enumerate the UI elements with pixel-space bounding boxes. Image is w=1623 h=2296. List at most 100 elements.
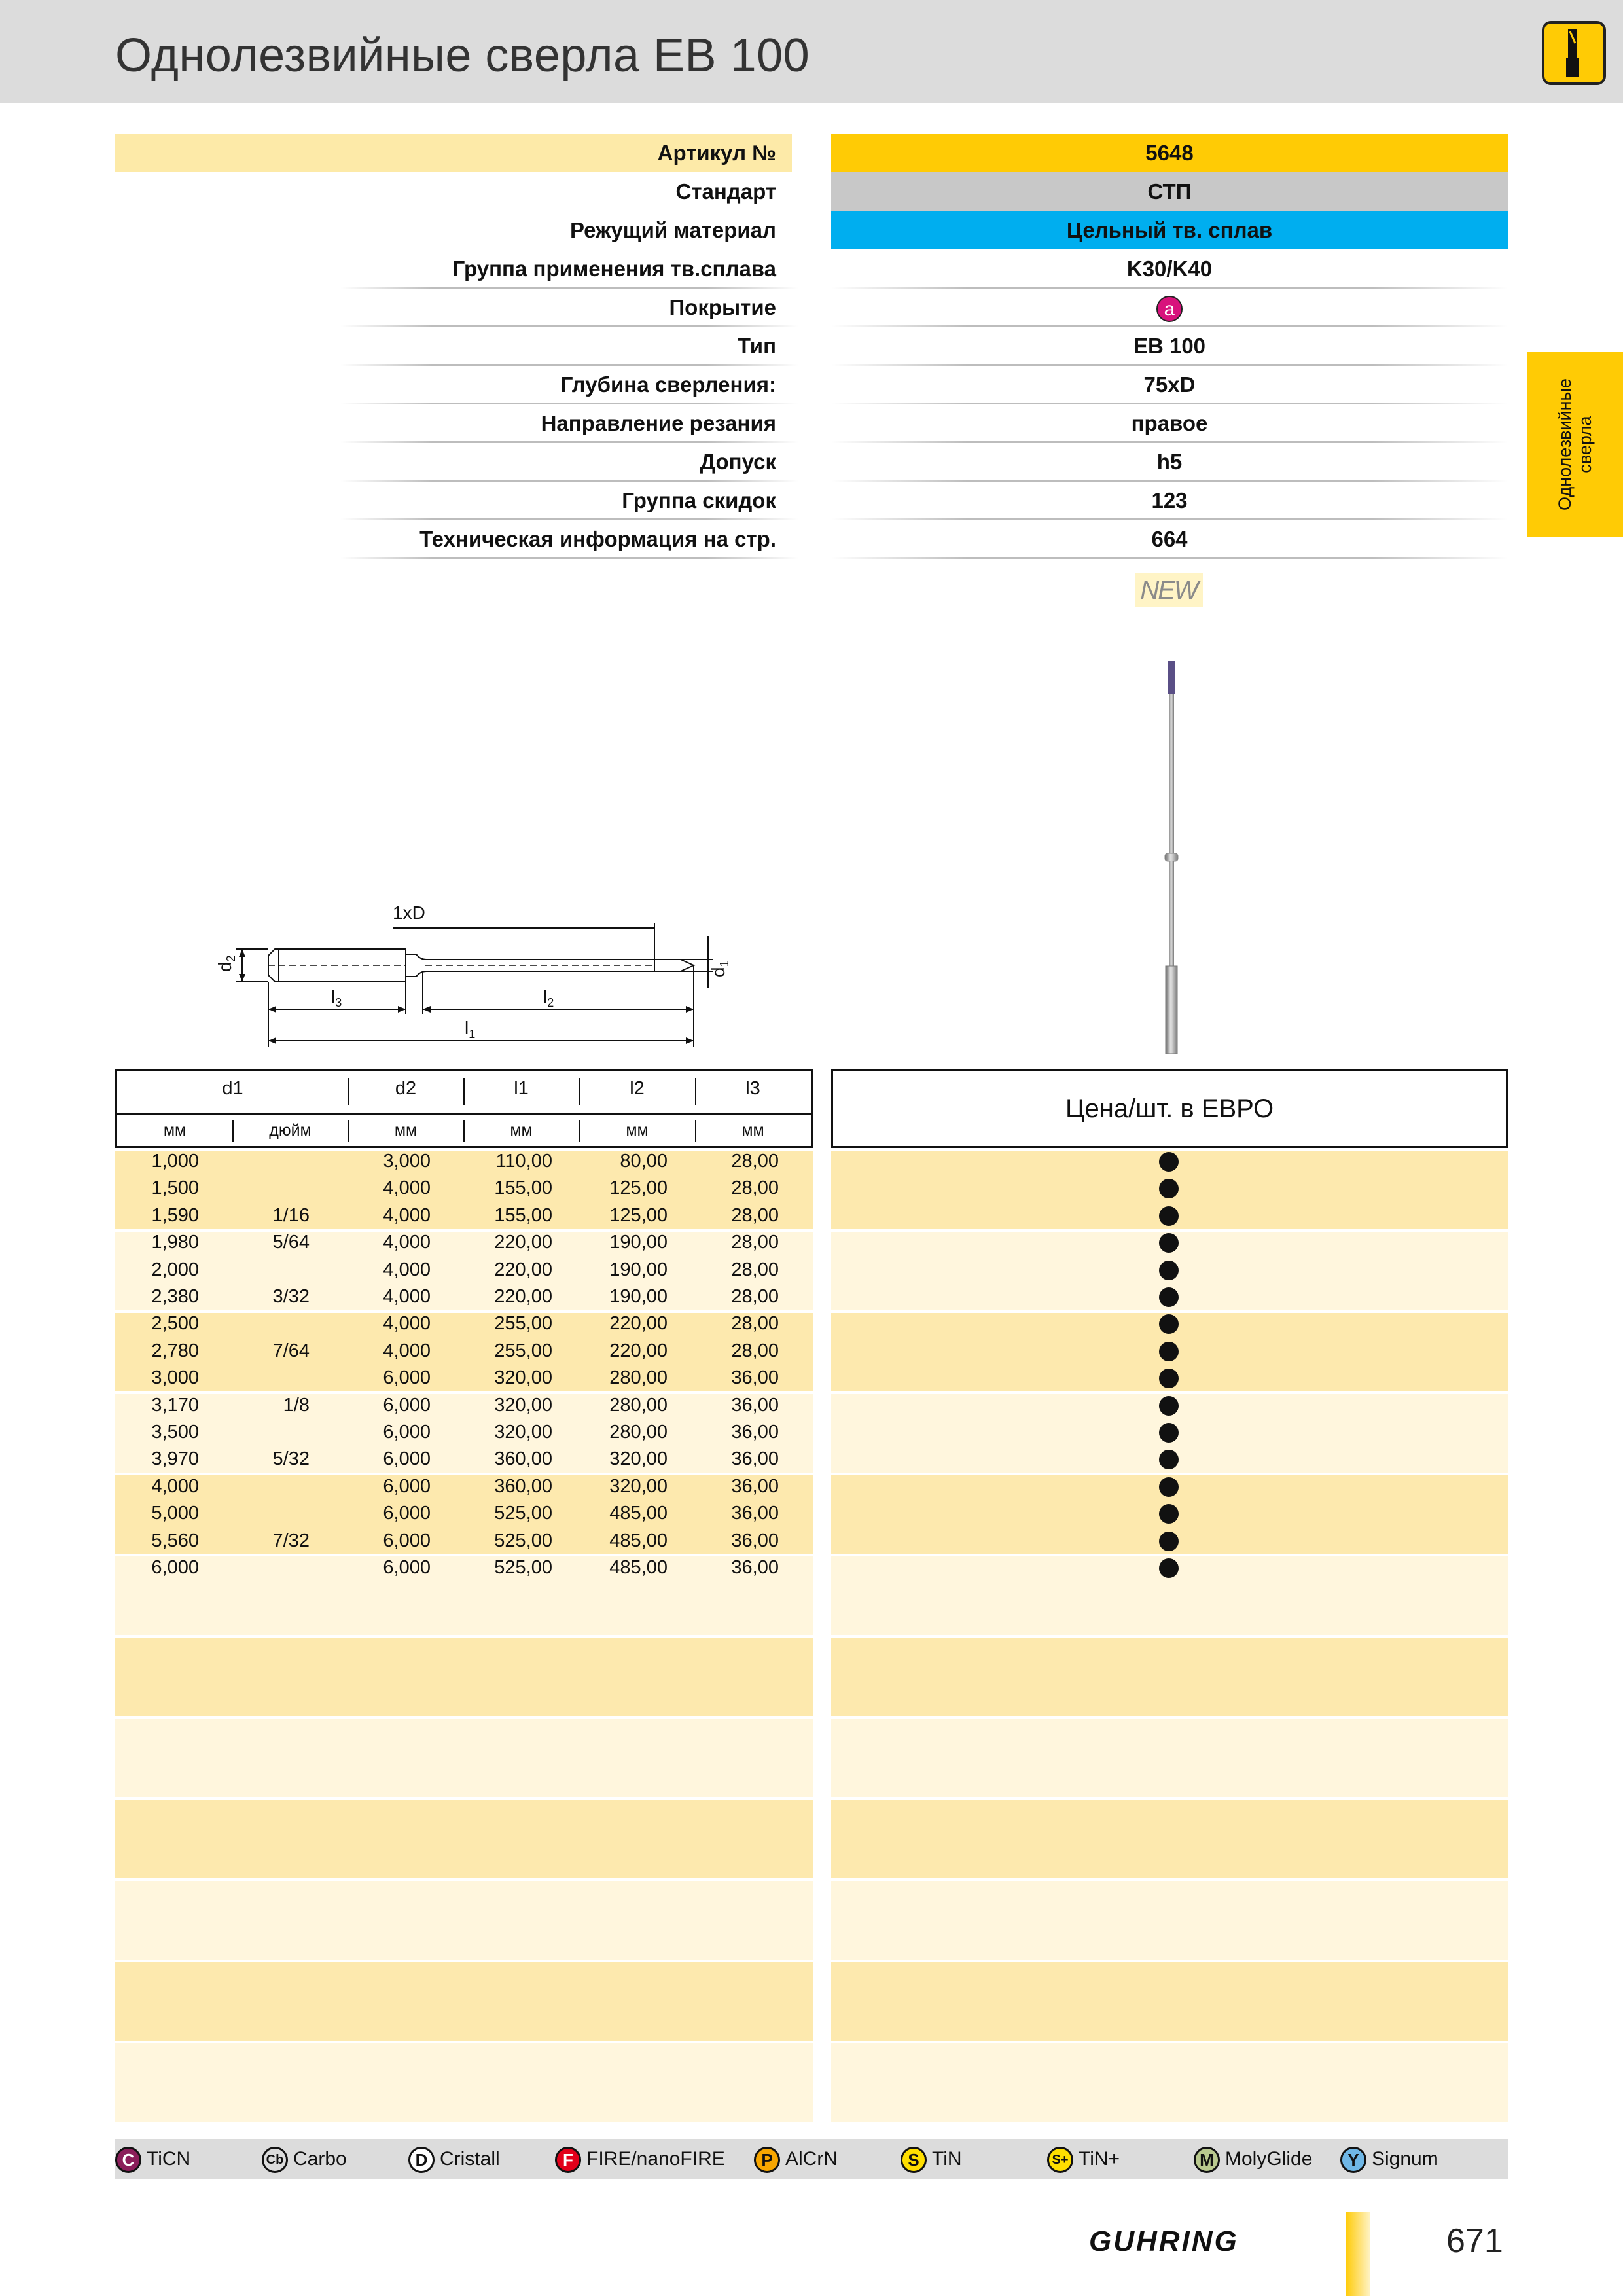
legend-label: AlCrN: [785, 2148, 838, 2170]
table-cell: 2,380: [151, 1286, 199, 1307]
table-cell: [205, 1500, 310, 1527]
table-cell: 36,00: [731, 1475, 779, 1497]
legend-label: Signum: [1372, 2148, 1438, 2170]
spec-divider: [831, 287, 1508, 289]
unit-d1-inch: дюйм: [269, 1121, 312, 1139]
table-cell: 6,000: [383, 1475, 431, 1497]
table-cell: [205, 1419, 310, 1446]
legend-label: Cristall: [440, 2148, 500, 2170]
drill-icon: [1566, 29, 1579, 77]
spec-label: Артикул №: [115, 134, 792, 172]
spec-value: 664: [1151, 527, 1188, 551]
row-band: [831, 2043, 1508, 2122]
table-cell: 525,00: [494, 1503, 552, 1524]
header-l3: l3: [745, 1078, 760, 1099]
price-header: Цена/шт. в ЕВРО: [831, 1069, 1508, 1148]
table-cell: 155,00: [494, 1204, 552, 1226]
section-tab[interactable]: Однолезвийные сверла: [1527, 352, 1623, 537]
table-cell: [205, 1365, 310, 1391]
table-cell: 255,00: [494, 1340, 552, 1361]
table-cell: 280,00: [609, 1367, 668, 1389]
table-cell: 525,00: [494, 1530, 552, 1551]
table-cell: [205, 1175, 310, 1202]
page-title: Однолезвийные сверла ЕВ 100: [115, 29, 810, 82]
row-band: [115, 2043, 813, 2122]
table-cell: 220,00: [494, 1232, 552, 1253]
table-cell: [205, 1554, 310, 1581]
table-cell: 5,560: [151, 1530, 199, 1551]
table-cell: 28,00: [731, 1151, 779, 1172]
coating-code-icon: S: [901, 2147, 927, 2174]
header-l1: l1: [514, 1078, 529, 1099]
filled-dot-icon: [1159, 1504, 1179, 1524]
row-band: [831, 1881, 1508, 1960]
row-band: [115, 1475, 813, 1554]
table-cell: 36,00: [731, 1557, 779, 1578]
table-cell: 28,00: [731, 1177, 779, 1199]
table-cell: 1,500: [151, 1177, 199, 1199]
filled-dot-icon: [1159, 1423, 1179, 1443]
spec-label: Стандарт: [675, 179, 776, 204]
filled-dot-icon: [1159, 1341, 1179, 1361]
table-cell: 4,000: [383, 1177, 431, 1199]
spec-label: Группа скидок: [622, 488, 776, 512]
l1-label: l1: [465, 1018, 475, 1041]
filled-dot-icon: [1159, 1314, 1179, 1335]
spec-divider: [831, 480, 1508, 482]
table-cell: 36,00: [731, 1448, 779, 1470]
spec-value: K30/K40: [1126, 257, 1213, 281]
table-cell: 1/8: [283, 1394, 310, 1416]
table-cell: 28,00: [731, 1232, 779, 1253]
table-cell: 360,00: [494, 1475, 552, 1497]
unit-d1-mm: мм: [163, 1121, 187, 1139]
filled-dot-icon: [1159, 1260, 1179, 1280]
header-d2: d2: [395, 1078, 417, 1099]
table-cell: [205, 1257, 310, 1283]
drill-category-icon: [1542, 21, 1606, 85]
row-band: [115, 1962, 813, 2041]
table-cell: 6,000: [383, 1448, 431, 1470]
table-cell: 3,170: [151, 1394, 199, 1416]
unit-l1: мм: [510, 1121, 533, 1139]
filled-dot-icon: [1159, 1287, 1179, 1307]
spec-divider: [340, 403, 798, 404]
coating-code-icon: D: [408, 2147, 435, 2174]
table-cell: 6,000: [383, 1530, 431, 1551]
table-cell: 4,000: [383, 1232, 431, 1253]
table-cell: 7/64: [272, 1340, 310, 1361]
row-band: [115, 1800, 813, 1878]
table-cell: 3/32: [272, 1286, 310, 1307]
row-band: [115, 1556, 813, 1635]
spec-row: Артикул № 5648: [115, 134, 1509, 172]
table-cell: 1,590: [151, 1204, 199, 1226]
table-cell: 36,00: [731, 1422, 779, 1443]
legend-label: MolyGlide: [1225, 2148, 1313, 2170]
table-cell: 5/32: [272, 1448, 310, 1470]
row-band: [115, 1313, 813, 1391]
table-cell: 6,000: [151, 1557, 199, 1578]
table-cell: 220,00: [609, 1340, 668, 1361]
filled-dot-icon: [1159, 1558, 1179, 1578]
spec-value: СТП: [831, 172, 1508, 211]
row-band: [115, 1881, 813, 1960]
row-band: [831, 1638, 1508, 1716]
table-cell: 4,000: [383, 1340, 431, 1361]
spec-label: Группа применения тв.сплава: [452, 257, 776, 281]
spec-label: Режущий материал: [569, 218, 776, 242]
spec-row: Техническая информация на стр.664: [115, 520, 1509, 558]
coating-code-icon: S+: [1047, 2147, 1073, 2174]
spec-value: 5648: [831, 134, 1508, 172]
table-cell: 1,980: [151, 1232, 199, 1253]
spec-divider: [340, 480, 798, 482]
spec-divider: [340, 557, 798, 559]
spec-divider: [831, 441, 1508, 443]
table-cell: 28,00: [731, 1204, 779, 1226]
table-header: d1 d2 l1 l2 l3 мм дюйм мм мм мм мм: [115, 1069, 813, 1148]
drill-drawing: 1xD d2 d1 l3 l2 l1: [215, 903, 731, 1047]
table-cell: 220,00: [609, 1313, 668, 1335]
table-cell: 1,000: [151, 1151, 199, 1172]
